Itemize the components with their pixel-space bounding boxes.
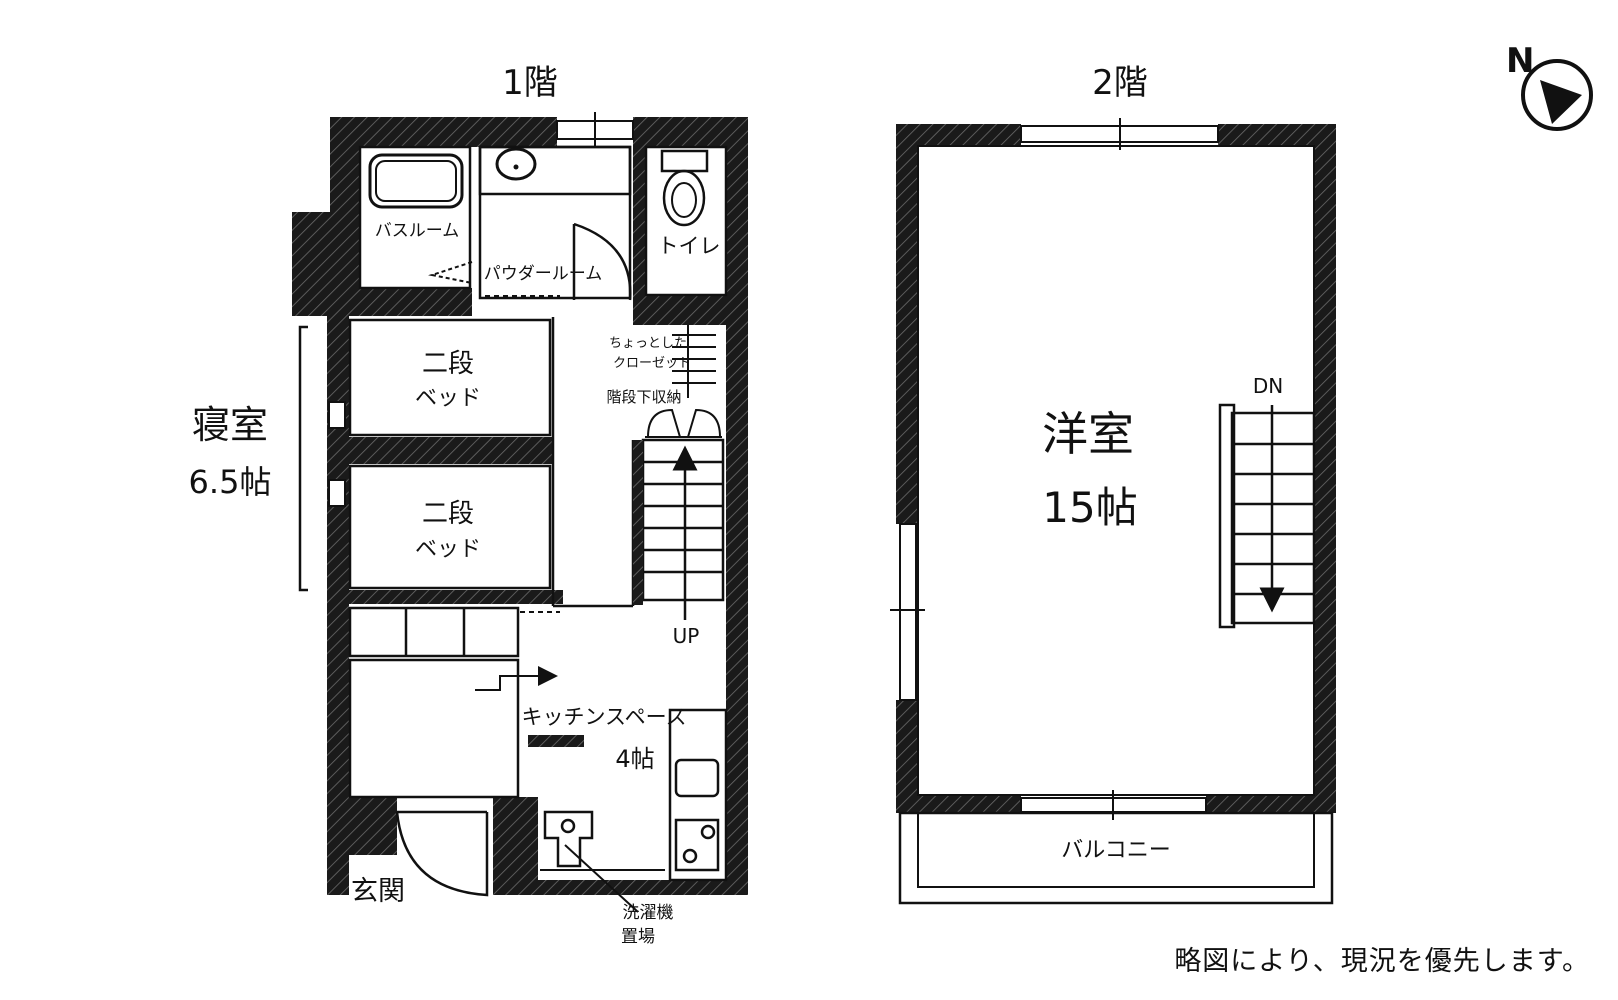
up-label: UP	[673, 624, 700, 648]
living-area	[348, 658, 520, 799]
floor2-wall-left-upper	[896, 124, 918, 524]
floor1-wall-kitchen-stub	[528, 735, 584, 747]
entrance-label: 玄関	[351, 876, 405, 907]
north-compass: N	[1506, 41, 1593, 131]
western-room-label: 洋室	[1042, 407, 1134, 461]
floor1-wall-toilet-left	[633, 147, 646, 325]
kitchen-label: キッチンスペース	[521, 705, 686, 729]
laundry-label-line1: 洗濯機	[623, 903, 674, 923]
closet-label-line1: ちょっとした	[609, 336, 687, 351]
compass-label: N	[1506, 41, 1534, 81]
floor2-wall-bottom-left	[896, 795, 1021, 813]
vanity-counter	[478, 145, 632, 196]
toilet-bowl-icon	[662, 169, 706, 227]
bunk-bed-1-label-line1: 二段	[422, 349, 474, 379]
floor1-wall-left-lower	[327, 300, 349, 895]
bathtub-icon	[368, 153, 464, 209]
powder-room-label: パウダールーム	[484, 264, 603, 284]
bathroom-door-icon	[428, 261, 473, 284]
floor2-wall-left-lower	[896, 700, 918, 810]
kitchen-counter	[668, 708, 728, 882]
stair-storage-label: 階段下収納	[606, 388, 681, 406]
toilet-room	[644, 145, 728, 297]
floor1-wall-bed-bottom	[345, 590, 563, 604]
disclaimer-note: 略図により、現況を優先します。	[1174, 946, 1590, 977]
floor2-wall-bottom-right	[1206, 795, 1336, 813]
bunk-bed-2	[348, 464, 552, 590]
floor1-window-left-1	[328, 401, 346, 429]
floor1-plan	[292, 112, 748, 913]
floor1-wall-left-upper	[330, 117, 360, 227]
western-room	[917, 145, 1315, 796]
bedroom-label: 寝室	[192, 403, 268, 447]
floor2-wall-top-right	[1218, 124, 1336, 146]
bunk-bed-2-label-line1: 二段	[422, 499, 474, 529]
compass-icon	[1521, 59, 1593, 131]
floor1-stairs	[641, 438, 725, 602]
floor1-wall-top-left	[330, 117, 557, 147]
floor1-wall-entry-right	[493, 797, 538, 895]
floor1-wall-bottom	[538, 880, 748, 895]
floor1-wall-bath-bottom	[292, 288, 472, 316]
toilet-label: トイレ	[658, 234, 721, 258]
powder-room-door-icon	[572, 222, 632, 301]
balcony-label: バルコニー	[1061, 838, 1171, 863]
laundry-label-line2: 置場	[621, 927, 655, 947]
floor2-left-window	[899, 523, 917, 701]
bedroom-bracket	[298, 325, 308, 592]
floor1-wall-right	[726, 117, 748, 895]
floor1-wall-entry-left	[345, 797, 397, 855]
floor2-plan	[890, 118, 1336, 905]
washing-machine-icon	[543, 810, 594, 868]
closet-label-line2: クローゼット	[613, 356, 691, 371]
bathroom-room	[358, 145, 472, 290]
bunk-bed-1	[348, 318, 552, 437]
floor2-wall-right	[1314, 124, 1336, 810]
bathroom-label: バスルーム	[375, 221, 460, 241]
kitchen-sink-icon	[674, 758, 720, 798]
kitchen-size-label: 4帖	[615, 745, 654, 773]
bunk-bed-2-label-line2: ベッド	[415, 537, 481, 562]
floor1-window-left-2	[328, 479, 346, 507]
floor1-wall-toilet-bottom	[633, 295, 728, 325]
stove-icon	[674, 818, 720, 872]
sink-icon	[495, 147, 537, 181]
bunk-bed-1-label-line2: ベッド	[415, 386, 481, 411]
western-room-size-label: 15帖	[1042, 483, 1137, 532]
floor1-wall-bed-divider	[345, 437, 553, 464]
toilet-tank-icon	[660, 149, 709, 173]
floor2-wall-top-left	[896, 124, 1021, 146]
storage-shelves	[348, 606, 520, 658]
bedroom-size-label: 6.5帖	[189, 463, 272, 501]
closet-icon	[672, 325, 716, 398]
floor2-title: 2階	[1092, 63, 1148, 103]
down-label: DN	[1253, 374, 1283, 398]
floor1-title: 1階	[502, 63, 558, 103]
entrance-door-icon	[395, 810, 489, 897]
kitchen-entry-arrow	[475, 666, 558, 691]
stair-storage-doors	[645, 408, 722, 438]
